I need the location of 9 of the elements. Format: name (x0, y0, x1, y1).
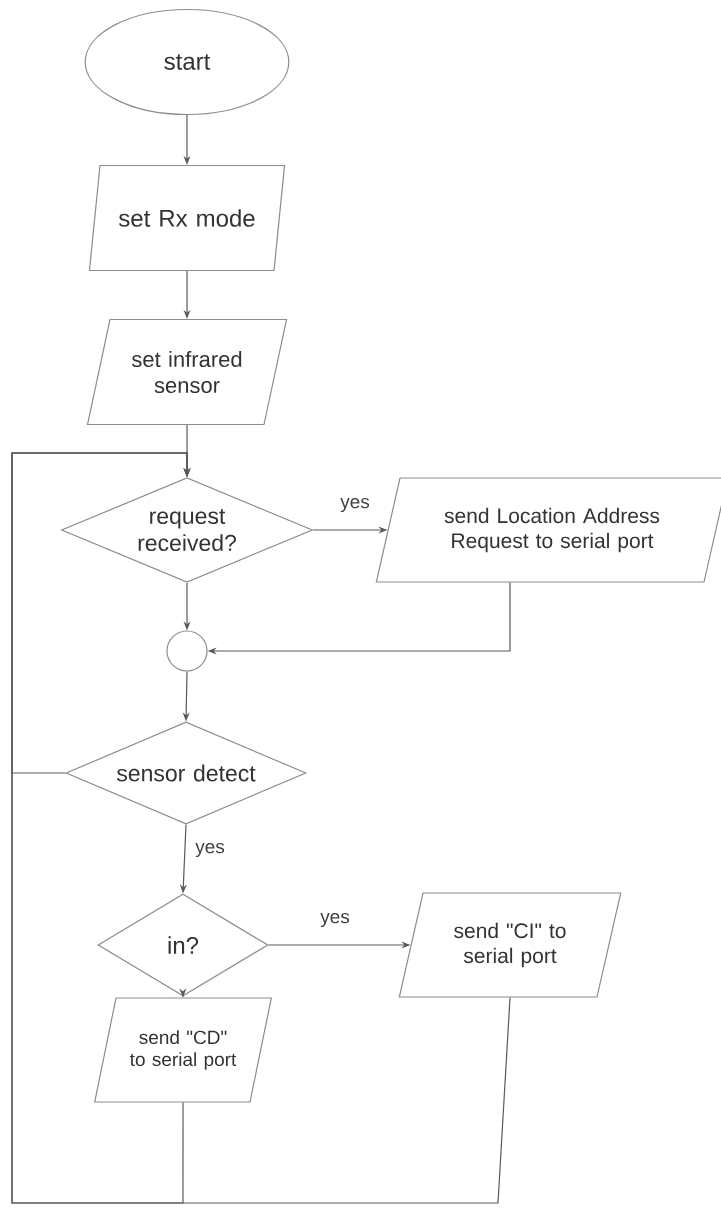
edge-label: yes (194, 841, 226, 859)
edge-label: yes (319, 911, 351, 929)
process-parallelogram: send "CI" to serial port (398, 892, 622, 998)
edge-label: yes (339, 496, 371, 514)
arrow (11, 452, 191, 774)
process-parallelogram: set Rx mode (88, 164, 286, 272)
process-parallelogram: set infrared sensor (86, 318, 288, 426)
junction-circle (166, 630, 208, 672)
process-parallelogram: send Location Address Request to serial port (375, 477, 721, 583)
